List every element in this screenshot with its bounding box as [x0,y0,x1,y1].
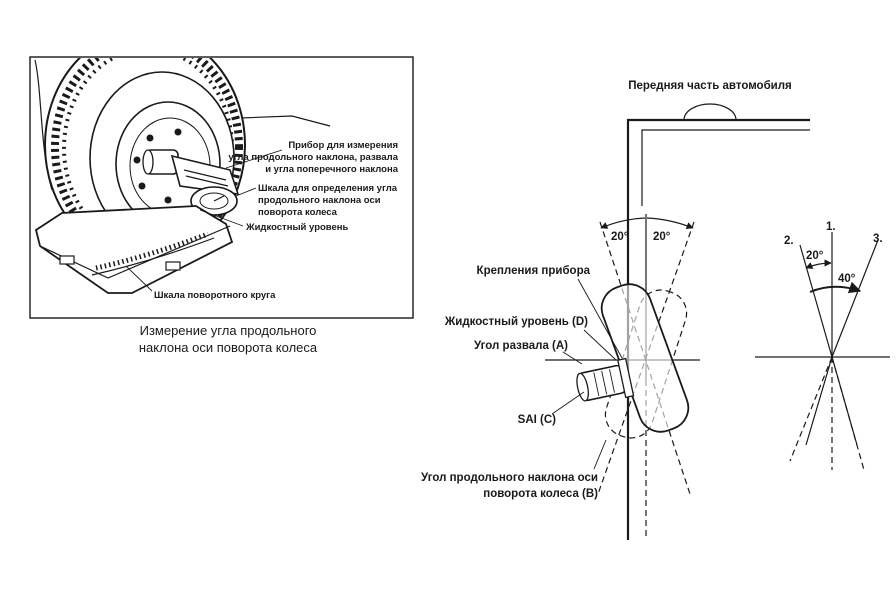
turn-plate-tab [59,255,75,265]
left-illustration-panel: Прибор для измерения угла продольного на… [29,56,414,319]
label-mounts: Крепления прибора [477,265,591,277]
callout-gauge-line-1: Прибор для измерения [288,140,398,151]
axis-extra-left [805,356,833,446]
lug-nut [138,182,146,190]
leader-level-right [583,329,617,361]
leader-mounts [577,278,623,359]
axis-label-3: 3. [873,233,883,245]
label-caster-line-1: Угол продольного наклона оси [421,472,598,484]
wheel-illustration [34,58,331,294]
axis-line-3 [831,239,879,358]
callout-level: Жидкостный уровень [245,222,349,233]
axis-line-2 [799,244,833,358]
gauge-cylinder-rib [601,370,608,395]
turn-angle-diagram: 1. 2. 3. 20° 40° [755,221,890,471]
vehicle-front-label: Передняя часть автомобиля [628,80,792,92]
callout-scale-line-2: продольного наклона оси [258,195,381,206]
gauge-cylinder [576,357,635,402]
callout-gauge-line-3: и угла поперечного наклона [265,164,399,175]
gauge-arm-slot [185,175,229,187]
lug-nut [133,156,141,164]
callout-turn-scale: Шкала поворотного круга [154,290,276,301]
turn-plate-tab [165,261,181,271]
leader-level [199,209,244,227]
leader-sai [551,391,585,415]
callout-gauge-line-2: угла продольного наклона, развала [228,152,398,163]
vehicle-outline-outer [626,118,810,540]
angle-bracket-left [600,217,646,229]
lug-nut [174,128,182,136]
angle-arc-40 [809,281,862,294]
label-level: Жидкостный уровень (D) [444,316,588,328]
axis-label-1: 1. [826,221,836,233]
gauge-cylinder-rib [593,372,600,397]
lug-nut [164,196,172,204]
vehicle-bump [683,103,737,121]
axis-line-3-dashed [789,356,833,462]
angle-right-label: 20° [653,231,671,243]
angle-label-40: 40° [838,273,856,285]
gauge-cylinder-end [576,372,589,402]
leader-scale [235,187,257,197]
caption-line-2: наклона оси поворота колеса [139,340,318,355]
gauge-mount [617,357,635,399]
label-sai: SAI (C) [518,414,557,426]
label-caster-line-2: поворота колеса (B) [483,488,598,500]
angle-label-20: 20° [806,250,824,262]
axis-extra-right [831,356,858,446]
gauge-cylinder-rib [609,369,615,393]
gauge-dial-inner [199,192,229,210]
leader-caster [593,439,607,470]
car-body-line [239,115,331,127]
gauge-shaft-end [142,149,154,175]
wheel-solid [600,283,690,433]
turn-plate-scale [95,231,209,271]
label-camber: Угол развала (A) [474,340,568,352]
callout-scale-line-3: поворота колеса [258,207,338,218]
leader-gauge [225,149,283,169]
caption-line-1: Измерение угла продольного [140,323,317,338]
angle-arc-20 [805,259,832,269]
vehicle-outline-inner [641,129,810,206]
axis-label-2: 2. [784,235,794,247]
lug-nut [146,134,154,142]
top-view-schematic: Передняя часть автомобиля 20° 20° К [421,80,810,540]
leader-turn-scale [125,265,153,292]
gauge-dial-pointer [213,195,225,202]
angle-left-label: 20° [611,231,629,243]
callout-scale-line-1: Шкала для определения угла [258,183,398,194]
leader-camber [562,351,583,365]
gauge-arm-slot [183,169,227,181]
angle-bracket-right [646,217,694,229]
turn-plate-scale-arc [91,237,215,276]
